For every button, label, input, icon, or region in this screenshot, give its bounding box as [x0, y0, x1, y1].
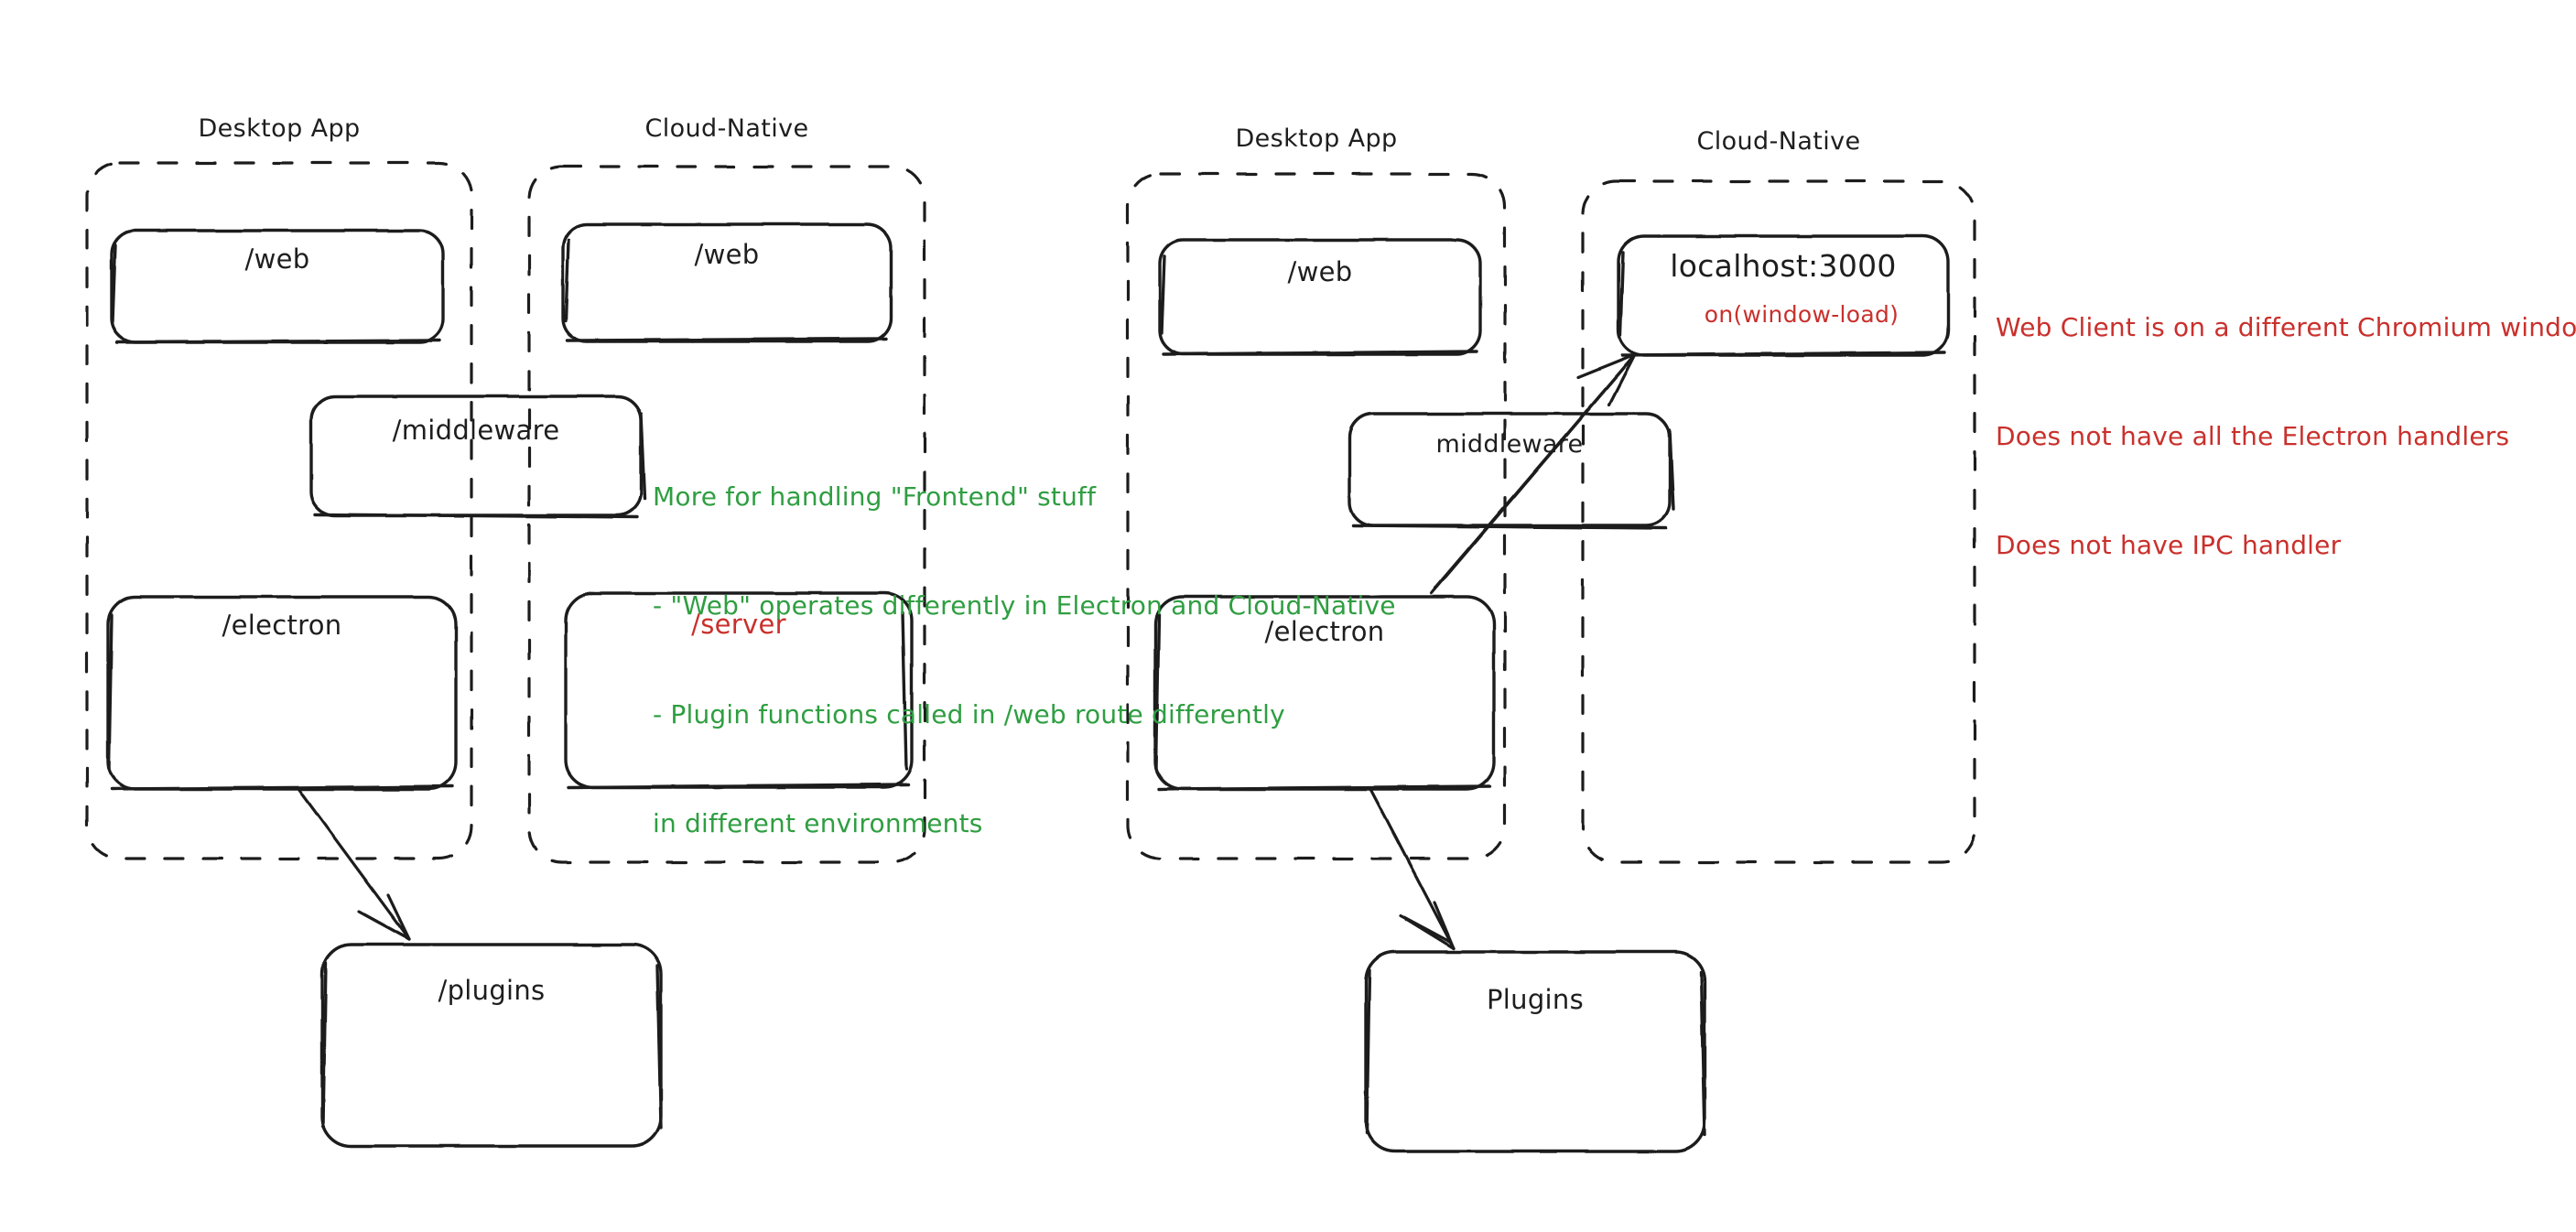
box-outline-left-middleware [309, 394, 646, 519]
group-frame-left-desktop-app [85, 161, 473, 860]
group-frame-right-desktop-app [1126, 172, 1507, 860]
box-outline-right-web [1158, 238, 1482, 356]
group-frame-right-cloud-native [1581, 179, 1976, 864]
box-outline-left-plugins [320, 943, 663, 1148]
arrow-right-electron-to-plugins [1369, 787, 1456, 950]
box-outline-left-electron [106, 595, 458, 791]
box-outline-left-server [564, 591, 914, 789]
arrow-left-electron-to-plugins [297, 787, 411, 941]
box-outline-right-middleware [1348, 412, 1675, 530]
box-outline-right-localhost [1617, 234, 1950, 357]
box-outline-left-web [110, 229, 445, 344]
box-outline-right-plugins [1364, 950, 1706, 1153]
box-outline-left-cloud-web [561, 222, 893, 343]
box-outline-right-electron [1153, 595, 1496, 791]
arrow-right-electron-to-localhost [1430, 352, 1637, 595]
group-frame-left-cloud-native [527, 165, 926, 864]
